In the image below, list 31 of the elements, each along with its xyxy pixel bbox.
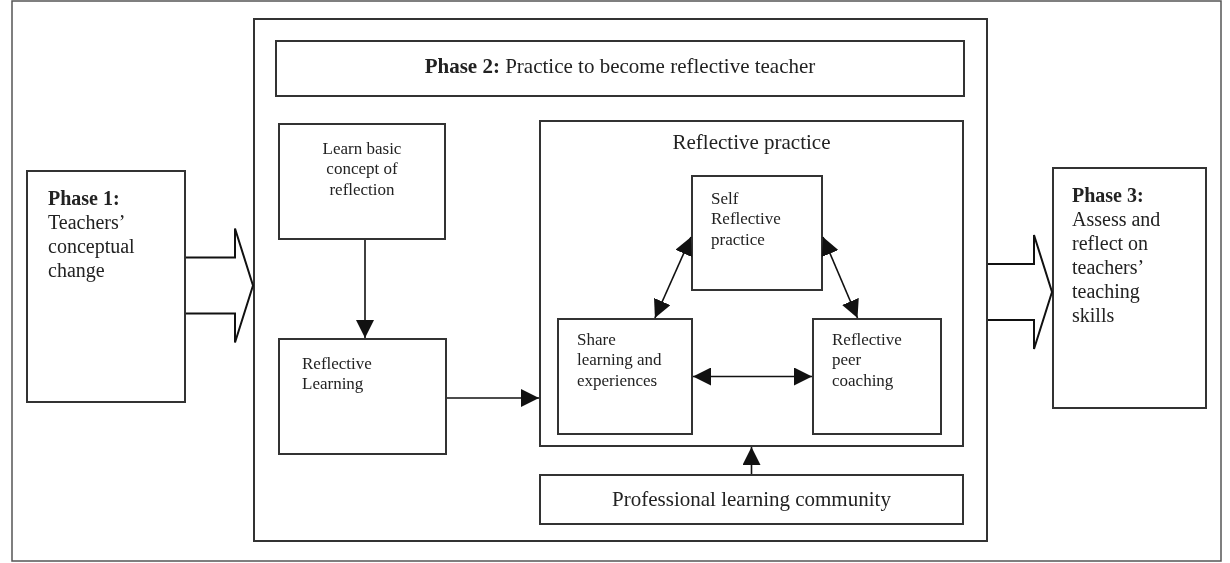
- box-label: Assess and reflect on teachers’ teaching skills: [1072, 207, 1162, 327]
- phase-box: [1052, 167, 1207, 409]
- box-label: Reflective Learning: [302, 354, 373, 395]
- process-box: [557, 318, 693, 435]
- arrow: [654, 236, 692, 319]
- box-label: Learn basic concept of reflection: [321, 139, 403, 201]
- arrow: [446, 389, 540, 407]
- phase-heading: Phase 1:: [48, 186, 121, 210]
- phase-container: [253, 18, 988, 542]
- box-label: Teachers’ conceptual change: [48, 210, 136, 282]
- box-label: Professional learning community: [611, 487, 892, 513]
- process-box: [278, 338, 447, 455]
- process-box: [812, 318, 942, 435]
- phase-title-box: [275, 40, 965, 97]
- arrow: [356, 239, 374, 339]
- box-label: Phase 2: Practice to become reflective teacher: [423, 54, 817, 80]
- arrow: [692, 367, 813, 386]
- box-label: Share learning and experiences: [577, 330, 663, 392]
- box-label: Reflective practice: [671, 130, 832, 156]
- box-label: Reflective peer coaching: [832, 330, 903, 392]
- arrow: [821, 236, 859, 319]
- arrow: [742, 446, 761, 475]
- process-box: [278, 123, 446, 240]
- process-box: [691, 175, 823, 291]
- group-container: [539, 120, 964, 447]
- phase-box: [26, 170, 186, 403]
- process-box: [539, 474, 964, 525]
- block-arrow: [987, 234, 1054, 350]
- box-label: Self Reflective practice: [711, 189, 782, 251]
- block-arrow: [185, 227, 255, 344]
- phase-heading: Phase 3:: [1072, 183, 1145, 207]
